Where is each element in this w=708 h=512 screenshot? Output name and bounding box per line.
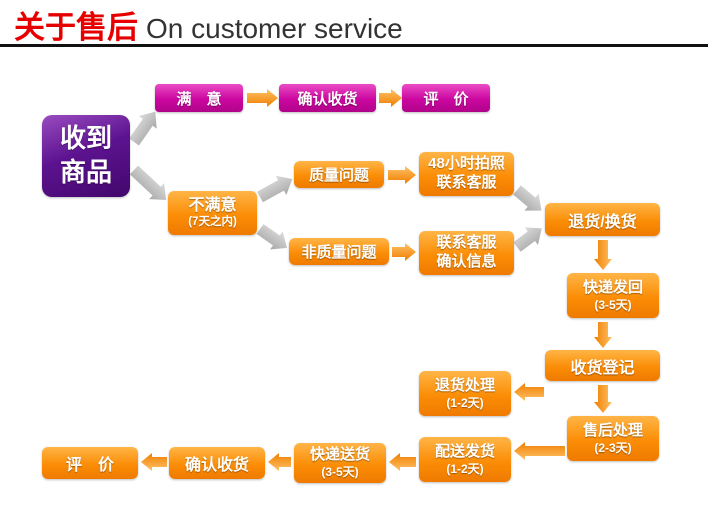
- arrow-return-to-expressback-icon: [594, 240, 612, 270]
- box-contact-confirm-line2: 确认信息: [436, 253, 497, 270]
- box-photo-contact-line2: 联系客服: [436, 174, 497, 191]
- arrow-quality-to-photo-icon: [388, 166, 416, 184]
- arrow-dispatch-to-expressdelivery-icon: [389, 453, 416, 471]
- box-unsatisfied: 不满意 (7天之内): [168, 191, 257, 235]
- box-aftersale-process: 售后处理 (2-3天): [567, 416, 659, 461]
- arrow-confirm-to-evaluate-bottom-icon: [141, 453, 167, 471]
- box-express-delivery-line1: 快递送货: [309, 446, 370, 464]
- box-express-back-line2: (3-5天): [594, 297, 632, 312]
- arrow-nonquality-to-contact-icon: [392, 243, 416, 261]
- box-contact-confirm-line1: 联系客服: [436, 234, 497, 252]
- box-unsatisfied-line2: (7天之内): [188, 216, 237, 229]
- box-satisfied: 满 意: [155, 84, 243, 112]
- page-title-zh: 关于售后: [14, 10, 138, 45]
- box-aftersale-process-line1: 售后处理: [582, 421, 643, 439]
- box-express-back-line1: 快递发回: [582, 278, 643, 296]
- arrow-register-to-aftersale-icon: [594, 385, 612, 413]
- arrow-received-to-unsatisfied-icon: [129, 165, 167, 201]
- box-received-goods-line2: 商品: [59, 157, 112, 187]
- box-non-quality-issue: 非质量问题: [289, 238, 389, 265]
- arrow-unsatisfied-to-quality-icon: [257, 175, 293, 203]
- arrow-confirm-to-evaluate-icon: [379, 89, 402, 107]
- box-received-goods-line1: 收到: [59, 123, 112, 154]
- box-refund-process-line2: (1-2天): [446, 395, 484, 410]
- box-express-delivery: 快递送货 (3-5天): [294, 443, 386, 483]
- box-dispatch-line1: 配送发货: [434, 442, 495, 460]
- box-refund-process-line1: 退货处理: [434, 376, 495, 394]
- box-photo-contact: 48小时拍照 联系客服: [419, 152, 514, 196]
- arrow-expressback-to-register-icon: [594, 322, 612, 348]
- box-quality-issue: 质量问题: [294, 161, 384, 188]
- box-dispatch-line2: (1-2天): [446, 461, 484, 476]
- box-confirm-receipt-top: 确认收货: [279, 84, 376, 112]
- arrow-contact-to-return-icon: [513, 227, 542, 252]
- arrow-register-to-refund-icon: [514, 383, 544, 401]
- box-received-goods: 收到 商品: [42, 115, 130, 197]
- arrow-unsatisfied-to-nonquality-icon: [256, 224, 288, 250]
- box-evaluate-top: 评 价: [402, 84, 490, 112]
- arrow-satisfied-to-confirm-icon: [247, 89, 278, 107]
- box-evaluate-bottom: 评 价: [42, 447, 138, 479]
- arrow-photo-to-return-icon: [513, 185, 542, 211]
- box-receipt-register: 收货登记: [545, 350, 660, 381]
- arrow-expressdelivery-to-confirm-icon: [268, 453, 291, 471]
- box-contact-confirm: 联系客服 确认信息: [419, 231, 514, 275]
- box-unsatisfied-line1: 不满意: [188, 197, 237, 215]
- box-express-delivery-line2: (3-5天): [321, 465, 359, 480]
- box-refund-process: 退货处理 (1-2天): [419, 371, 511, 416]
- arrow-aftersale-to-dispatch-icon: [514, 442, 565, 460]
- box-confirm-receipt-bottom: 确认收货: [169, 447, 265, 479]
- page-header: 关于售后 On customer service: [14, 2, 403, 47]
- box-dispatch: 配送发货 (1-2天): [419, 437, 511, 482]
- page-title-en: On customer service: [146, 13, 403, 44]
- box-express-back: 快递发回 (3-5天): [567, 273, 659, 318]
- box-photo-contact-line1: 48小时拍照: [428, 155, 505, 173]
- title-underline: [0, 44, 708, 47]
- box-aftersale-process-line2: (2-3天): [594, 440, 632, 455]
- box-return-exchange: 退货/换货: [545, 203, 660, 236]
